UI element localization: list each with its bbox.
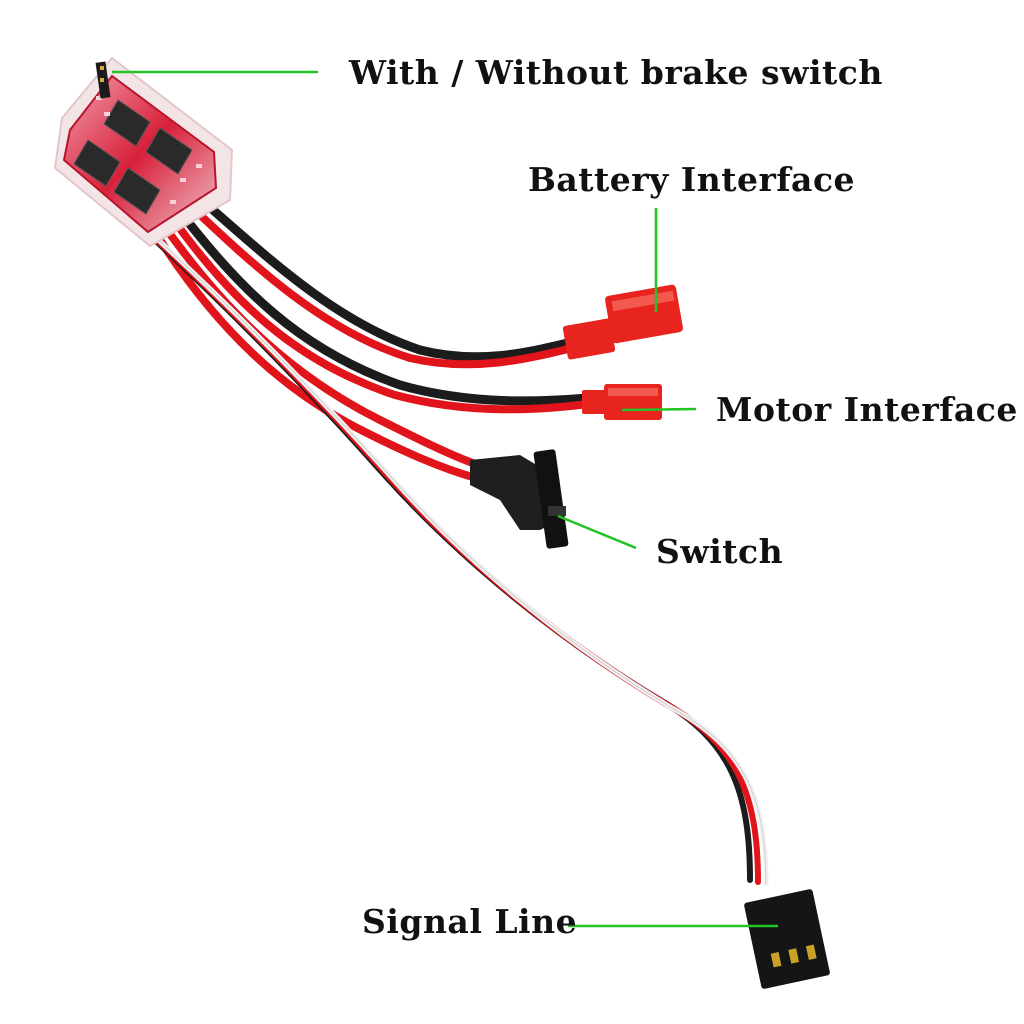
power-switch-icon	[470, 449, 569, 549]
motor-wire-red	[164, 208, 592, 414]
motor-plug-icon	[582, 384, 662, 420]
battery-interface-label: Battery Interface	[528, 160, 856, 199]
brake-jumper-icon	[95, 61, 111, 99]
motor-interface-label: Motor Interface	[716, 390, 1018, 429]
motor-wire-black	[170, 200, 593, 406]
signal-line-label: Signal Line	[362, 902, 578, 941]
battery-plug-icon	[562, 284, 683, 360]
esc-board-icon	[53, 56, 234, 248]
switch-wire-red-a	[156, 216, 482, 469]
servo-connector-icon	[744, 889, 830, 989]
leader-switch	[557, 514, 637, 550]
battery-wire-black	[185, 185, 577, 362]
leader-motor	[621, 407, 697, 412]
leader-lines	[112, 70, 778, 928]
brake-switch-label: With / Without brake switch	[349, 53, 883, 92]
battery-wire-red	[176, 192, 576, 369]
switch-label: Switch	[656, 532, 784, 571]
wire-bundle	[137, 185, 769, 887]
